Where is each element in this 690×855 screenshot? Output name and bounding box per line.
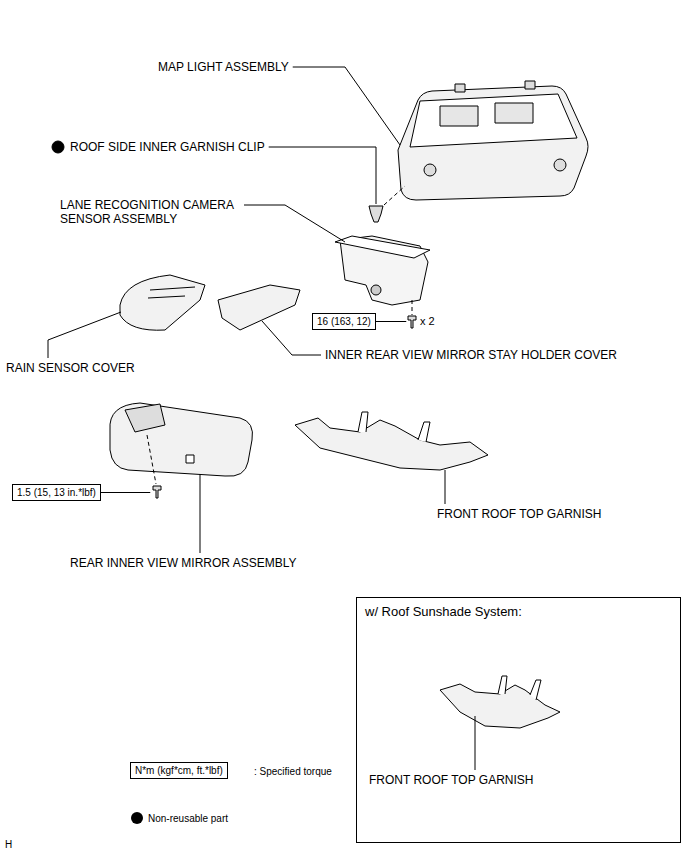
leader-line bbox=[244, 205, 345, 242]
part-name: INNER REAR VIEW MIRROR STAY HOLDER COVER bbox=[325, 348, 617, 362]
garnish-tab bbox=[358, 412, 430, 442]
panel-heading: w/ Roof Sunshade System: bbox=[365, 604, 522, 619]
stay-holder-cover bbox=[218, 285, 300, 330]
legend-text: : Specified torque bbox=[254, 765, 332, 779]
cover-detail bbox=[148, 287, 195, 298]
torque-box: 16 (163, 12) bbox=[312, 313, 376, 330]
leader-line bbox=[475, 716, 476, 770]
non-reusable-mark bbox=[52, 141, 64, 153]
figure-code: H bbox=[5, 838, 12, 852]
legend-swatch bbox=[130, 811, 144, 825]
legend-text: Non-reusable part bbox=[148, 812, 228, 825]
torque-value: 16 (163, 12) bbox=[317, 315, 371, 328]
part-name: FRONT ROOF TOP GARNISH bbox=[369, 773, 533, 787]
leader-line bbox=[200, 474, 201, 553]
rain-sensor-cover bbox=[120, 275, 205, 330]
map-light-tab bbox=[455, 84, 465, 92]
torque-value: N*m (kgf*cm, ft.*lbf) bbox=[135, 764, 223, 777]
map-light-detail bbox=[440, 106, 478, 126]
camera-lens bbox=[371, 285, 381, 295]
mirror-detail bbox=[186, 455, 194, 463]
camera-bracket bbox=[335, 236, 430, 258]
part-name: MAP LIGHT ASSEMBLY bbox=[158, 60, 289, 74]
map-light-button bbox=[554, 159, 566, 171]
bolt bbox=[153, 486, 161, 498]
bolt bbox=[408, 316, 416, 328]
part-name: ROOF SIDE INNER GARNISH CLIP bbox=[70, 140, 265, 154]
leader-line bbox=[376, 321, 406, 323]
leader-line bbox=[101, 492, 150, 494]
clip bbox=[369, 206, 383, 222]
dashed-guide bbox=[412, 300, 413, 315]
map-light-button bbox=[424, 164, 436, 176]
legend-entry: Non-reusable part bbox=[130, 811, 228, 825]
dashed-guide bbox=[384, 186, 405, 205]
torque-legend-box: N*m (kgf*cm, ft.*lbf) bbox=[130, 762, 228, 779]
mirror bbox=[110, 403, 253, 476]
part-name: FRONT ROOF TOP GARNISH bbox=[437, 507, 601, 521]
map-light-detail bbox=[495, 103, 533, 123]
variant-panel: w/ Roof Sunshade System: FRONT ROOF TOP G… bbox=[356, 597, 681, 843]
torque-value: 1.5 (15, 13 in.*lbf) bbox=[17, 486, 96, 499]
legend-symbol bbox=[131, 812, 143, 824]
torque-box: 1.5 (15, 13 in.*lbf) bbox=[12, 484, 101, 501]
leader-line bbox=[269, 147, 376, 204]
part-name: LANE RECOGNITION CAMERA SENSOR ASSEMBLY bbox=[60, 198, 240, 226]
dashed-guide bbox=[147, 435, 156, 484]
quantity: x 2 bbox=[420, 314, 435, 328]
garnish-tab bbox=[498, 676, 541, 700]
leader-line bbox=[293, 67, 400, 145]
part-name: RAIN SENSOR COVER bbox=[6, 361, 135, 375]
leader-line bbox=[48, 312, 121, 358]
part-name: REAR INNER VIEW MIRROR ASSEMBLY bbox=[70, 556, 296, 570]
front-roof-top-garnish bbox=[295, 418, 488, 470]
map-light-tab bbox=[525, 81, 535, 89]
leader-line bbox=[445, 470, 446, 504]
map-light-face bbox=[410, 94, 577, 147]
mirror-mount bbox=[125, 404, 165, 432]
map-light bbox=[398, 86, 588, 200]
